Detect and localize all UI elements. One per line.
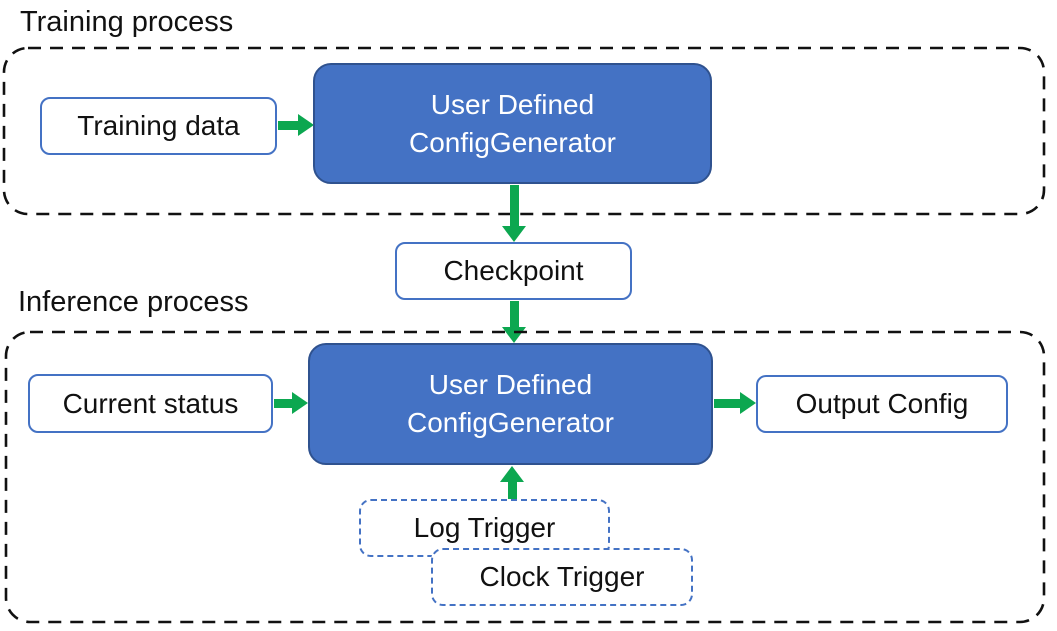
log-trigger-box: Log Trigger <box>359 499 610 557</box>
arrow-training-data-to-generator <box>278 114 314 136</box>
arrow-generator-to-checkpoint <box>502 185 526 242</box>
arrow-shaft <box>278 120 298 130</box>
current-status-box: Current status <box>28 374 273 433</box>
arrow-shaft <box>509 301 519 327</box>
output-config-box: Output Config <box>756 375 1008 433</box>
inference-generator-box: User Defined ConfigGenerator <box>308 343 713 465</box>
arrow-head <box>298 114 314 136</box>
arrow-shaft <box>509 185 519 226</box>
arrow-shaft <box>274 398 292 408</box>
inference-container-border <box>4 330 1046 624</box>
log-trigger-label: Log Trigger <box>413 512 556 543</box>
arrow-shaft <box>714 398 740 408</box>
training-data-box: Training data <box>40 97 277 155</box>
inference-process-label: Inference process <box>18 286 249 318</box>
arrow-head <box>502 226 526 242</box>
arrow-head <box>292 392 308 414</box>
clock-trigger-box: Clock Trigger <box>431 548 693 606</box>
arrow-generator-to-output <box>714 392 756 414</box>
arrow-head <box>500 466 524 482</box>
inference-generator-label-line1: User Defined <box>428 369 593 400</box>
arrow-triggers-to-generator <box>500 466 524 499</box>
training-generator-label-line1: User Defined <box>430 88 595 120</box>
arrow-current-status-to-generator <box>274 392 308 414</box>
arrow-shaft <box>507 482 517 499</box>
arrow-head <box>740 392 756 414</box>
training-data-label: Training data <box>77 110 240 141</box>
training-generator-label-line2: ConfigGenerator <box>408 126 616 158</box>
clock-trigger-label: Clock Trigger <box>479 561 645 592</box>
checkpoint-box: Checkpoint <box>395 242 632 300</box>
inference-generator-label-line2: ConfigGenerator <box>406 407 614 438</box>
inference-container-rect <box>4 330 1046 624</box>
current-status-label: Current status <box>62 387 239 419</box>
training-container-border <box>2 46 1046 216</box>
checkpoint-label: Checkpoint <box>443 255 584 286</box>
training-process-label: Training process <box>20 6 234 38</box>
output-config-label: Output Config <box>795 388 969 419</box>
training-container-rect <box>2 46 1046 216</box>
training-generator-box: User Defined ConfigGenerator <box>313 63 712 184</box>
